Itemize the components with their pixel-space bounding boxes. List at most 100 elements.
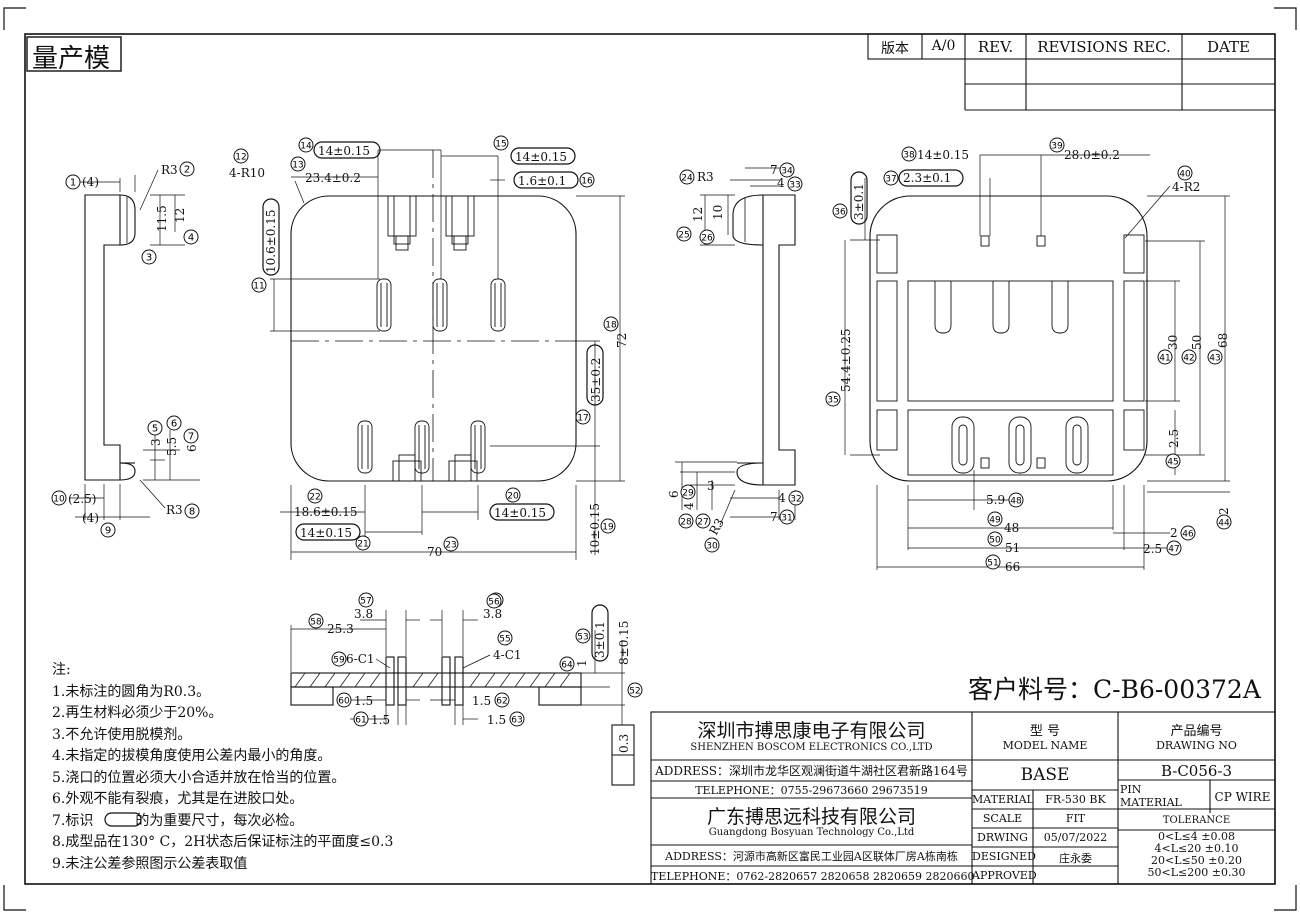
balloon-circle <box>788 490 804 506</box>
approved-label: APPROVED <box>972 869 1037 882</box>
customer-part-number: 客户料号：C-B6-00372A <box>968 675 1261 704</box>
balloon-number: 1 <box>70 178 76 189</box>
balloon-35: 35 <box>825 391 841 407</box>
balloon-18: 18 <box>603 316 619 332</box>
balloon-number: 14 <box>300 142 312 152</box>
balloon-number: 50 <box>989 536 1001 546</box>
dim-59: 6-C1 <box>346 652 375 666</box>
balloon-number: 36 <box>834 208 846 218</box>
dim-9: (4) <box>82 511 99 525</box>
dim-61: 1.5 <box>371 713 390 727</box>
balloon-circle <box>353 711 369 727</box>
drawing-date-label: DRWING <box>977 831 1028 844</box>
balloon-circle <box>603 316 619 332</box>
balloon-circle <box>355 535 371 551</box>
balloon-41: 41 <box>1157 349 1173 365</box>
balloon-number: 59 <box>333 656 345 666</box>
balloon-number: 15 <box>495 140 506 150</box>
balloon-15: 15 <box>493 135 509 151</box>
balloon-number: 8 <box>189 507 195 518</box>
balloon-circle <box>787 176 803 192</box>
balloon-number: 55 <box>499 635 510 645</box>
dim-4: 12 <box>173 208 187 223</box>
balloon-number: 25 <box>678 231 689 241</box>
dim-3: 11.5 <box>155 205 169 232</box>
balloon-42: 42 <box>1181 349 1197 365</box>
tolerance-row: 50<L≤200 ±0.30 <box>1147 866 1246 879</box>
dim-43: 68 <box>1216 333 1230 348</box>
dim-31: 7 <box>770 510 778 524</box>
balloon-number: 6 <box>171 419 177 430</box>
balloon-24: 24 <box>679 169 695 185</box>
company1-cn: 深圳市搏思康电子有限公司 <box>697 720 926 742</box>
dim-54: 8±0.15 <box>617 621 631 665</box>
balloon-circle <box>493 135 509 151</box>
designed-label: DESIGNED <box>972 850 1036 863</box>
dim-25: 12 <box>691 207 705 222</box>
balloon-59: 59 <box>331 651 347 667</box>
bottom-view <box>844 154 1230 570</box>
balloon-circle <box>1216 514 1232 530</box>
balloon-number: 51 <box>987 559 998 569</box>
balloon-29: 29 <box>680 484 696 500</box>
dim-32: 4 <box>778 491 786 505</box>
balloon-64: 64 <box>559 656 575 672</box>
balloon-circle <box>1177 165 1193 181</box>
dim-23: 70 <box>427 545 442 559</box>
balloon-12: 12 <box>233 148 249 164</box>
balloon-26: 26 <box>699 229 715 245</box>
dim-7: 6 <box>185 444 199 452</box>
balloon-number: 3 <box>146 253 152 264</box>
balloon-number: 27 <box>697 518 708 528</box>
dim-35: 54.4±0.25 <box>839 329 853 393</box>
drawing-no-en: DRAWING NO <box>1156 739 1237 752</box>
note-item: 3.不允许使用脱模剂。 <box>52 726 192 743</box>
balloon-circle <box>680 484 696 500</box>
dim-38: 14±0.15 <box>917 148 969 162</box>
balloon-34: 34 <box>779 162 795 178</box>
balloon-1: 1 <box>65 174 81 190</box>
balloon-7: 7 <box>183 428 199 444</box>
balloon-number: 28 <box>680 518 692 528</box>
balloon-number: 40 <box>1179 170 1191 180</box>
flatness-value: 0.3 <box>617 734 631 753</box>
dim-8: R3 <box>166 503 183 517</box>
scale-label: SCALE <box>982 812 1023 825</box>
balloon-3: 3 <box>141 249 157 265</box>
balloon-circle <box>699 229 715 245</box>
balloon-circle <box>331 651 347 667</box>
model-name-cn: 型 号 <box>1029 724 1061 739</box>
note-item: 1.未标注的圆角为R0.3。 <box>52 683 211 700</box>
balloon-circle <box>183 229 199 245</box>
balloon-circle <box>1207 349 1223 365</box>
dim-46: 2 <box>1170 526 1178 540</box>
note-7-prefix: 7.标识 <box>52 812 94 829</box>
balloon-36: 36 <box>832 203 848 219</box>
note-item: 4.未指定的拔模角度使用公差内最小的角度。 <box>52 748 332 764</box>
balloon-21: 21 <box>355 535 371 551</box>
balloon-number: 64 <box>561 661 573 671</box>
balloon-circle <box>704 537 720 553</box>
balloon-45: 45 <box>1165 453 1181 469</box>
balloon-number: 24 <box>681 174 693 184</box>
balloon-number: 11 <box>253 282 264 292</box>
balloon-circle <box>987 511 1003 527</box>
dim-41: 30 <box>1166 335 1180 350</box>
drawing-date-value: 05/07/2022 <box>1043 831 1108 844</box>
dim-24: R3 <box>697 170 714 184</box>
address2: ADDRESS：河源市高新区富民工业园A区联体厂房A栋南栋 <box>665 850 958 863</box>
balloon-number: 39 <box>1051 142 1063 152</box>
balloon-circle <box>308 613 324 629</box>
pin-material-label: PIN MATERIAL <box>1120 783 1182 809</box>
balloon-circle <box>486 593 502 609</box>
dim-10b: 10.6±0.15 <box>264 210 278 274</box>
version-label: 版本 <box>881 41 909 57</box>
balloon-number: 19 <box>602 523 614 533</box>
balloon-number: 38 <box>903 151 915 161</box>
balloon-circle <box>883 170 899 186</box>
dim-50: 51 <box>1005 541 1020 555</box>
balloon-32: 32 <box>788 490 804 506</box>
balloon-number: 35 <box>827 396 838 406</box>
dim-33: 4 <box>777 176 785 190</box>
